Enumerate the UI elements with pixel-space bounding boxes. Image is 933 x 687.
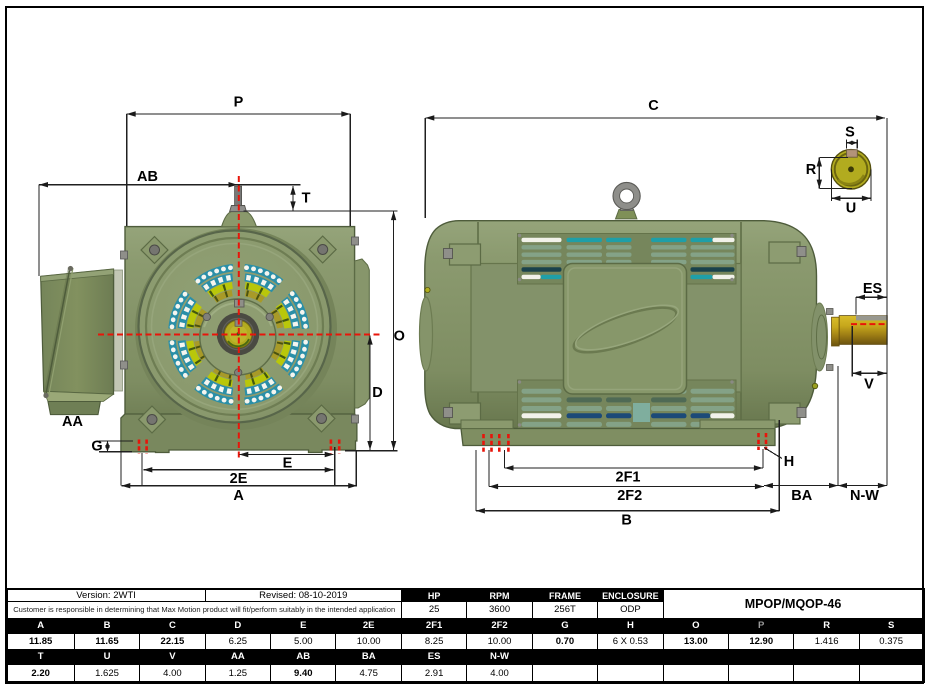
svg-text:C: C <box>648 98 659 114</box>
svg-text:V: V <box>864 377 874 393</box>
svg-text:G: G <box>91 439 102 455</box>
svg-text:B: B <box>621 513 631 529</box>
svg-text:AB: AB <box>137 169 158 185</box>
svg-text:BA: BA <box>791 488 812 504</box>
svg-text:H: H <box>784 454 794 470</box>
svg-text:A: A <box>233 488 244 504</box>
svg-text:O: O <box>394 329 405 345</box>
svg-text:R: R <box>806 162 817 178</box>
svg-text:D: D <box>372 385 382 401</box>
svg-text:E: E <box>283 455 293 471</box>
svg-text:2F1: 2F1 <box>616 470 641 486</box>
svg-text:U: U <box>846 200 856 216</box>
svg-text:2E: 2E <box>230 471 248 487</box>
svg-text:P: P <box>234 95 244 111</box>
svg-text:S: S <box>845 124 855 140</box>
svg-text:N-W: N-W <box>850 488 879 504</box>
svg-text:AA: AA <box>62 414 83 430</box>
svg-text:ES: ES <box>863 281 883 297</box>
svg-text:T: T <box>302 190 311 206</box>
svg-text:2F2: 2F2 <box>617 488 642 504</box>
